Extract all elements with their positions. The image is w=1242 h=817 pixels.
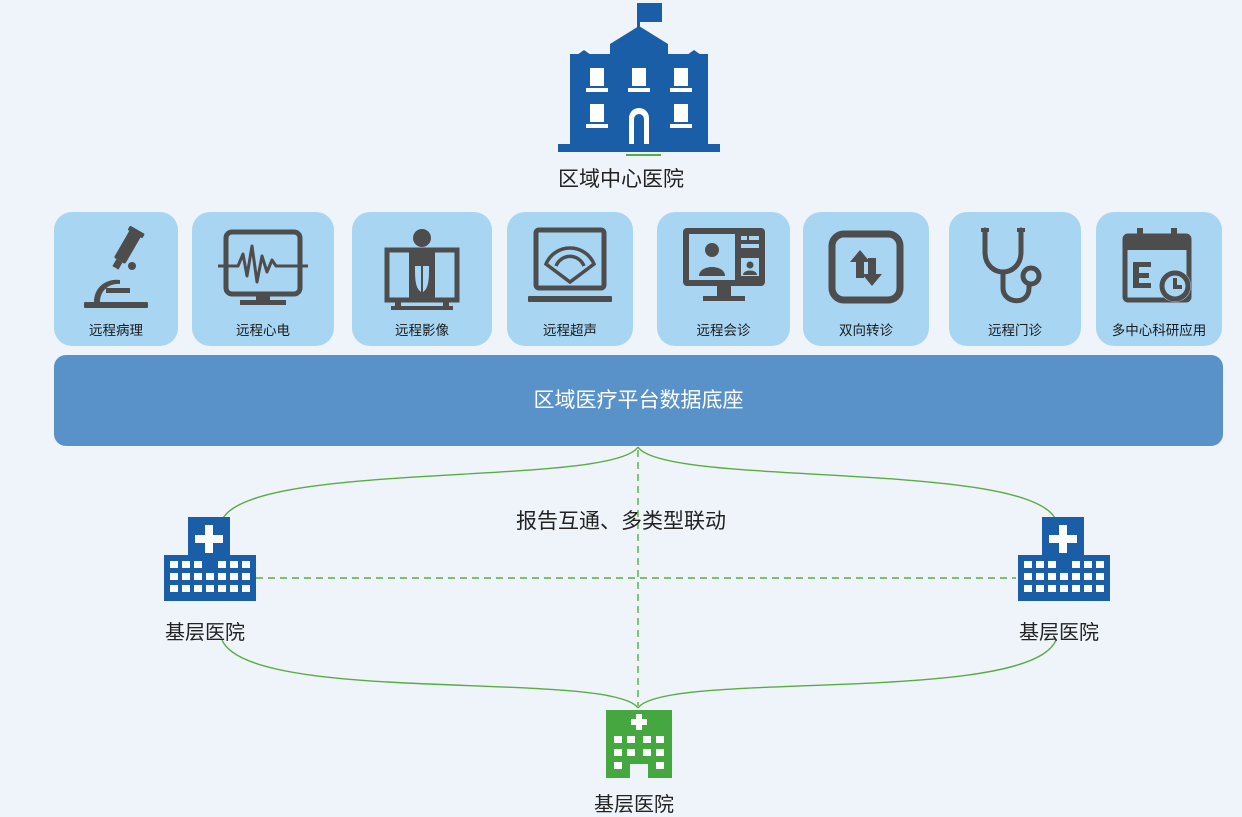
service-label: 远程心电 — [236, 323, 290, 339]
service-label: 远程病理 — [89, 323, 143, 339]
curve-right-to-bottom — [637, 639, 1057, 709]
service-tile-outpatient[interactable]: 远程门诊 — [949, 212, 1081, 346]
referral-arrows-icon — [828, 230, 904, 304]
service-label: 远程会诊 — [696, 323, 751, 339]
service-label: 远程门诊 — [988, 323, 1042, 339]
left-hospital-icon — [164, 517, 256, 601]
central-hospital-icon — [558, 3, 720, 152]
ecg-monitor-icon — [218, 229, 308, 305]
service-label: 双向转诊 — [839, 323, 893, 339]
bottom-hospital-label: 基层医院 — [594, 792, 674, 816]
service-label: 远程超声 — [543, 323, 597, 339]
ultrasound-icon — [528, 227, 612, 302]
service-tile-research[interactable]: 多中心科研应用 — [1096, 212, 1222, 346]
stethoscope-icon — [981, 227, 1042, 304]
platform-bar: 区域医疗平台数据底座 — [54, 355, 1223, 446]
service-tile-ecg[interactable]: 远程心电 — [192, 212, 334, 346]
calendar-clock-icon — [1122, 228, 1192, 303]
right-hospital-label: 基层医院 — [1019, 620, 1099, 644]
video-consult-icon — [682, 228, 765, 301]
right-hospital-icon — [1018, 517, 1110, 601]
connection-label: 报告互通、多类型联动 — [516, 509, 726, 533]
left-hospital-label: 基层医院 — [165, 620, 245, 644]
service-tile-imaging[interactable]: 远程影像 — [352, 212, 492, 346]
service-tile-referral[interactable]: 双向转诊 — [803, 212, 929, 346]
curve-platform-to-right — [637, 446, 1057, 521]
central-hospital-label: 区域中心医院 — [558, 167, 684, 191]
bottom-hospital-icon — [606, 710, 672, 778]
service-tile-ultrasound[interactable]: 远程超声 — [507, 212, 633, 346]
service-tile-consultation[interactable]: 远程会诊 — [657, 212, 790, 346]
service-label: 多中心科研应用 — [1111, 323, 1207, 339]
xray-icon — [384, 229, 460, 310]
curve-platform-to-left — [221, 446, 639, 521]
service-tile-pathology[interactable]: 远程病理 — [54, 212, 178, 346]
curve-left-to-bottom — [221, 639, 639, 709]
service-label: 远程影像 — [395, 323, 449, 339]
microscope-icon — [84, 226, 148, 308]
